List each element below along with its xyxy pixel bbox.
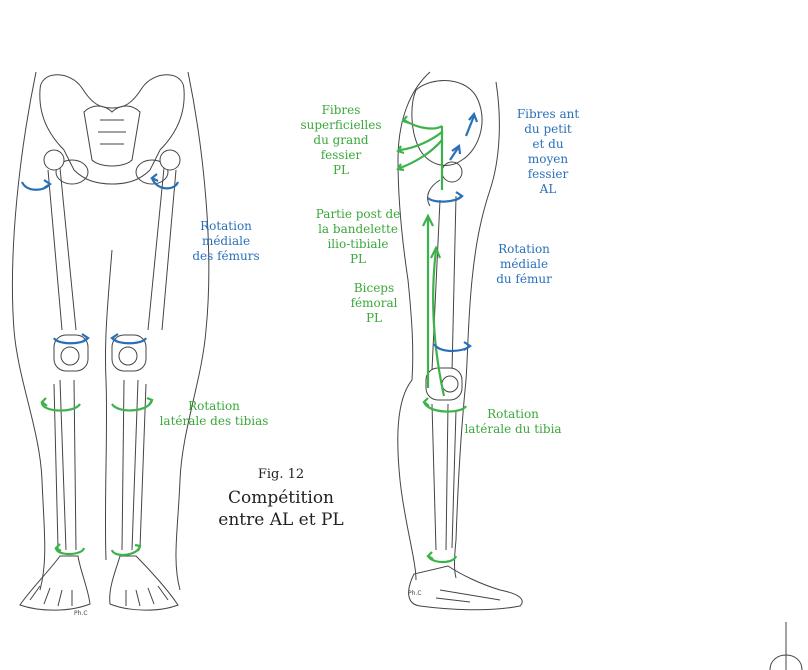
signature-front: Ph.C bbox=[74, 610, 88, 617]
label-side-femur-rotation: Rotation médiale du fémur bbox=[496, 242, 552, 286]
label-biceps: Biceps fémoral PL bbox=[350, 281, 398, 325]
label-itband: Partie post de la bandelette ilio-tibial… bbox=[315, 207, 401, 266]
side-view-leg bbox=[397, 71, 523, 611]
front-arrows bbox=[20, 173, 180, 556]
figure-title: Compétition entre AL et PL bbox=[218, 488, 344, 530]
front-view-legs bbox=[11, 71, 210, 611]
figure-number: Fig. 12 bbox=[257, 467, 305, 482]
label-front-femur-rotation: Rotation médiale des fémurs bbox=[192, 219, 260, 263]
label-front-tibia-rotation: Rotation latérale des tibias bbox=[159, 399, 269, 428]
label-gluteus-superficial: Fibres superficielles du grand fessier P… bbox=[300, 103, 382, 177]
page-edge-mark bbox=[769, 622, 803, 670]
side-arrows bbox=[396, 111, 479, 564]
label-gluteus-anterior: Fibres ant du petit et du moyen fessier … bbox=[516, 107, 580, 196]
label-side-tibia-rotation: Rotation latérale du tibia bbox=[464, 407, 562, 436]
signature-side: Ph.C bbox=[408, 590, 422, 597]
